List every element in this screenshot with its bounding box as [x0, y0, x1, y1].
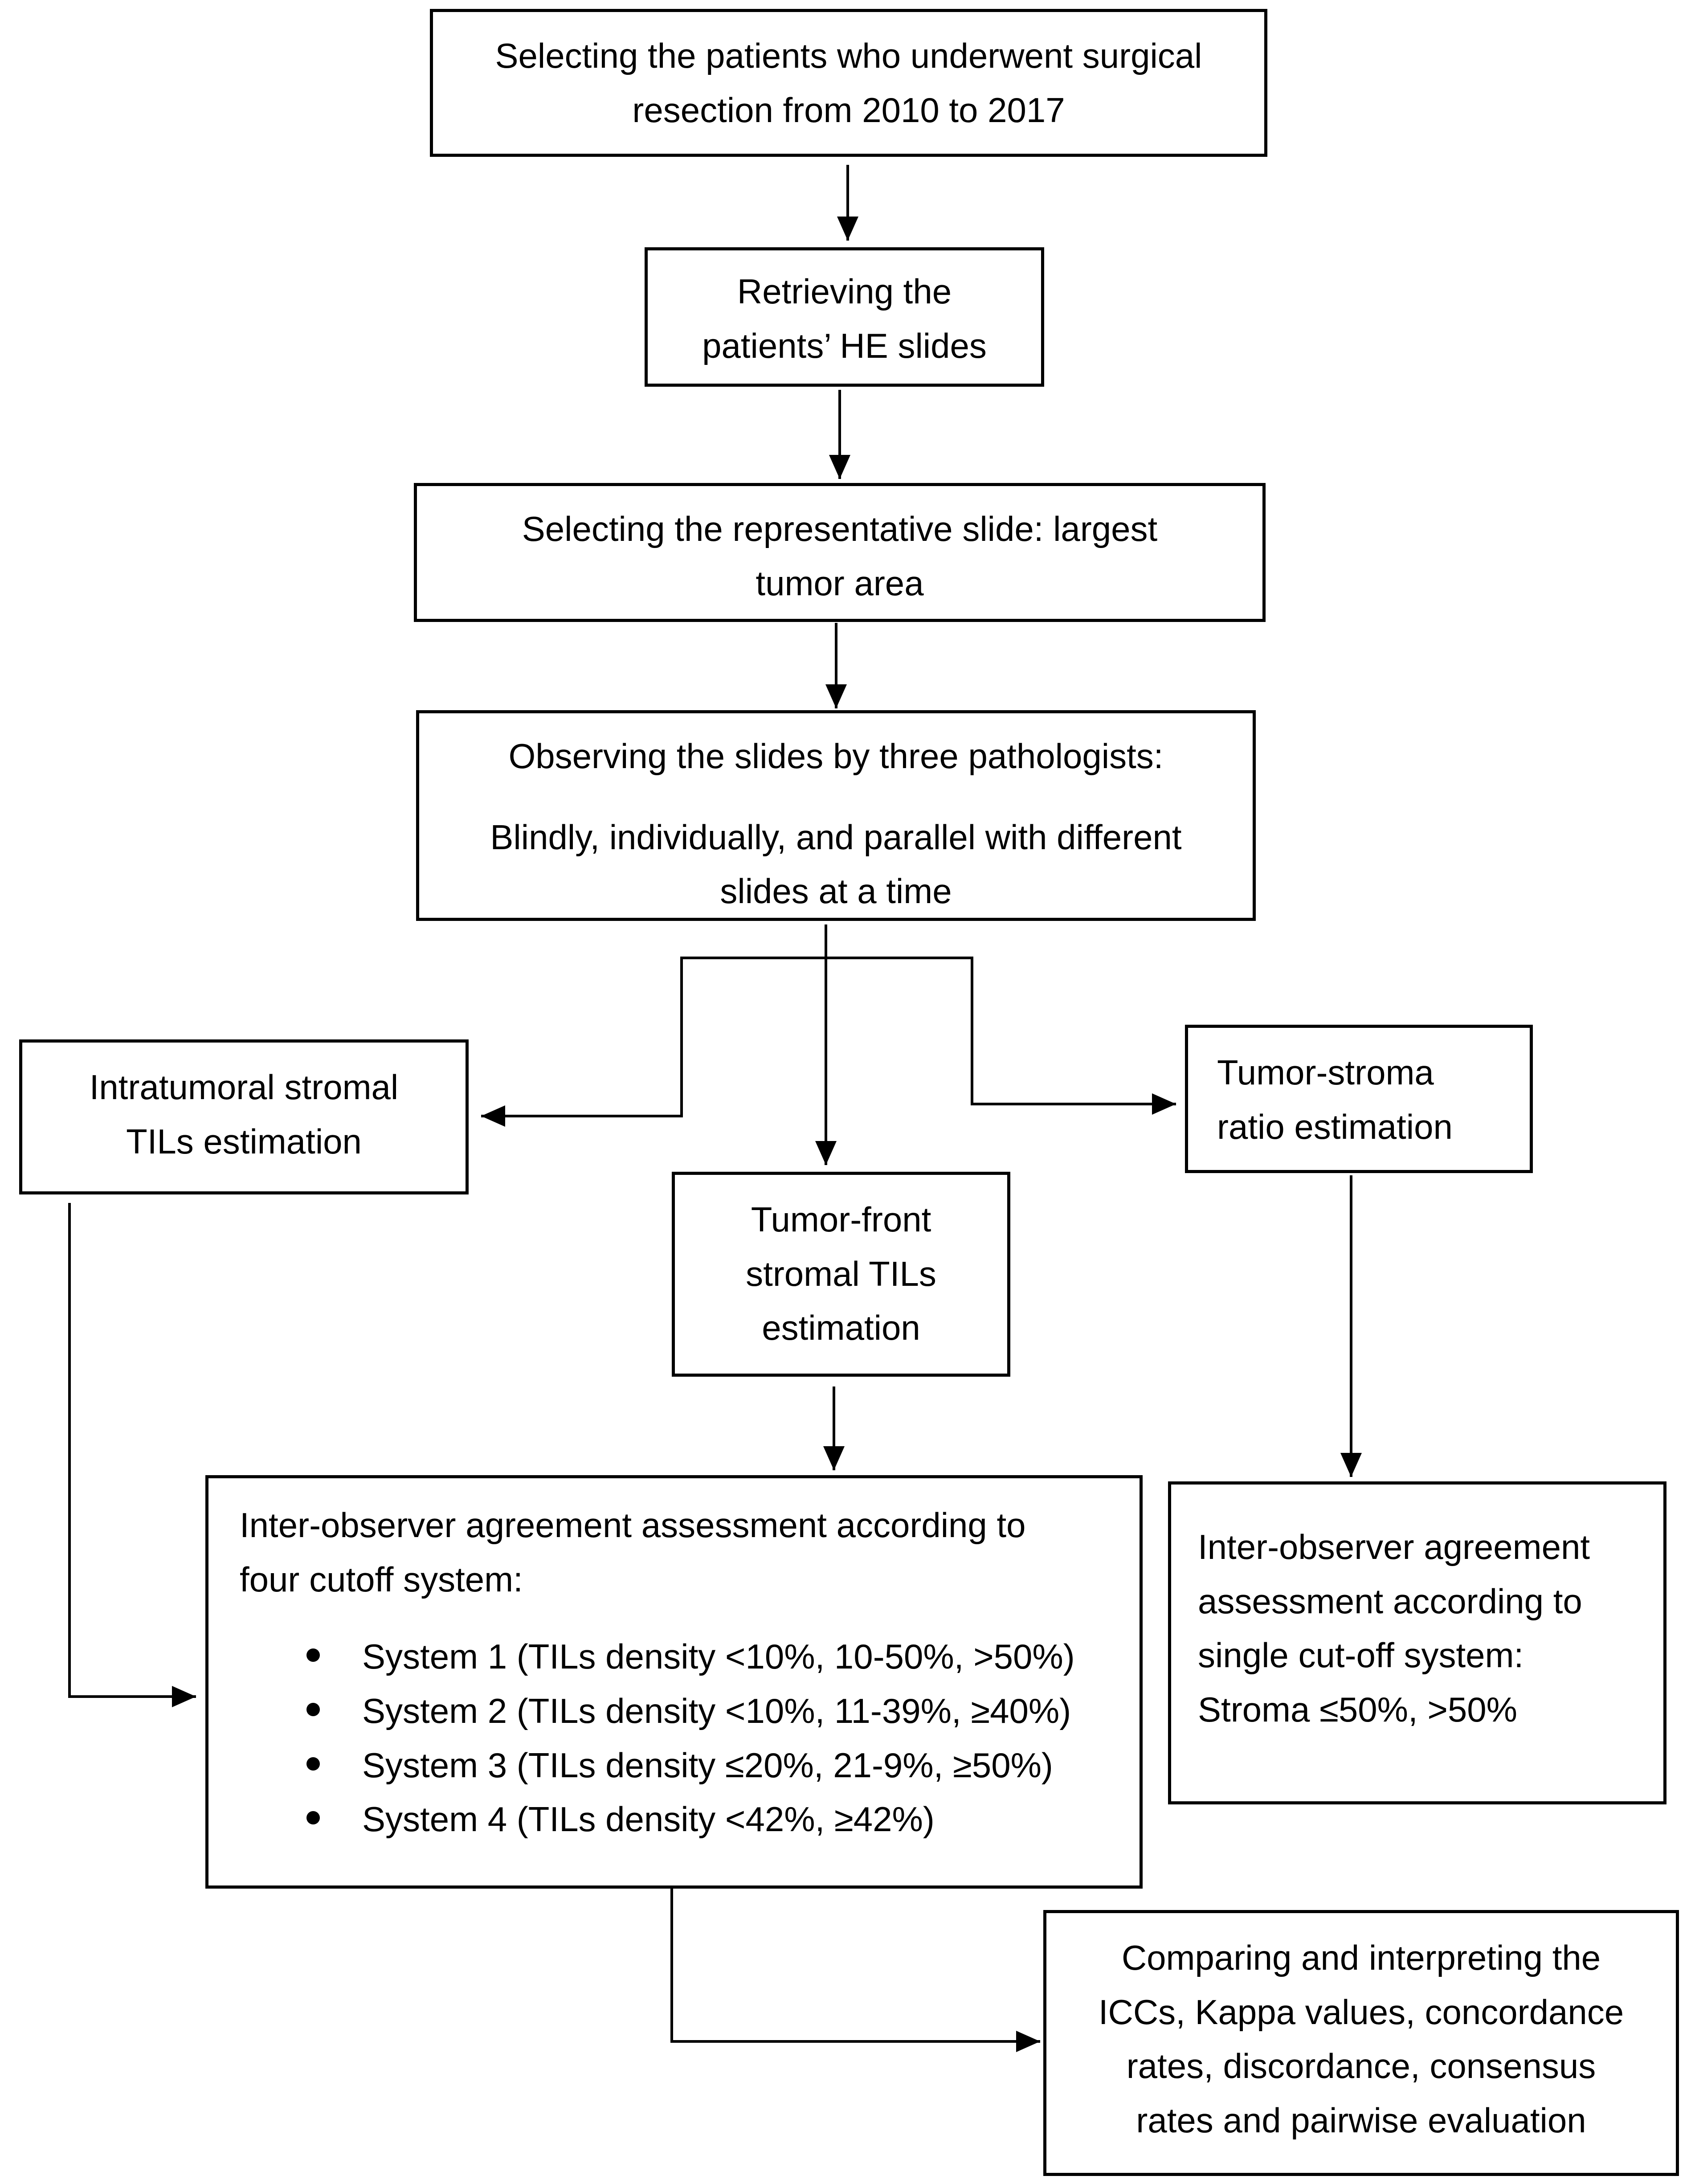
tumor-stroma-line-1: Tumor-stroma — [1217, 1053, 1434, 1092]
agreement-single-line-3: single cut-off system: — [1198, 1636, 1524, 1675]
cutoff-systems-list: System 1 (TILs density <10%, 10-50%, >50… — [208, 1630, 1140, 1847]
retrieve-slides-line-2: patients’ HE slides — [702, 326, 987, 365]
agreement-single-box: Inter-observer agreement assessment acco… — [1168, 1481, 1666, 1804]
retrieve-slides-line-1: Retrieving the — [737, 272, 952, 311]
agreement-single-line-4: Stroma ≤50%, >50% — [1198, 1690, 1518, 1730]
observing-line-1: Blindly, individually, and parallel with… — [490, 817, 1182, 857]
select-patients-line-1: Selecting the patients who underwent sur… — [495, 36, 1202, 75]
system-3-item: System 3 (TILs density ≤20%, 21-9%, ≥50%… — [208, 1738, 1140, 1793]
agreement-single-line-2: assessment according to — [1198, 1581, 1582, 1621]
comparing-line-2: ICCs, Kappa values, concordance — [1098, 1992, 1624, 2032]
tumor-front-line-2: stromal TILs — [746, 1254, 936, 1293]
tumor-front-line-1: Tumor-front — [751, 1200, 931, 1239]
tumor-stroma-line-2: ratio estimation — [1217, 1107, 1453, 1146]
tumor-stroma-box: Tumor-stroma ratio estimation — [1185, 1025, 1533, 1173]
select-patients-box: Selecting the patients who underwent sur… — [430, 9, 1267, 157]
retrieve-slides-box: Retrieving the patients’ HE slides — [645, 247, 1044, 387]
intratumoral-line-2: TILs estimation — [126, 1121, 362, 1161]
tumor-front-line-3: estimation — [762, 1308, 920, 1348]
agreement-four-line-1: Inter-observer agreement assessment acco… — [240, 1505, 1026, 1545]
comparing-box: Comparing and interpreting the ICCs, Kap… — [1043, 1910, 1679, 2176]
agreement-single-line-1: Inter-observer agreement — [1198, 1527, 1590, 1566]
arrow-observing-to-intratumoral — [481, 957, 826, 1127]
intratumoral-line-1: Intratumoral stromal — [89, 1067, 399, 1107]
comparing-line-1: Comparing and interpreting the — [1121, 1938, 1601, 1977]
observing-line-2: slides at a time — [720, 871, 952, 911]
arrow-observing-to-tumor-stroma — [826, 957, 1176, 1115]
arrow-agreement-to-comparing — [670, 1888, 1040, 2052]
agreement-four-box: Inter-observer agreement assessment acco… — [205, 1475, 1143, 1889]
system-1-item: System 1 (TILs density <10%, 10-50%, >50… — [208, 1630, 1140, 1684]
tumor-front-box: Tumor-front stromal TILs estimation — [672, 1172, 1010, 1377]
intratumoral-box: Intratumoral stromal TILs estimation — [19, 1039, 469, 1194]
system-2-item: System 2 (TILs density <10%, 11-39%, ≥40… — [208, 1684, 1140, 1738]
arrow-intratumoral-to-agreement — [68, 1203, 196, 1707]
agreement-four-line-2: four cutoff system: — [240, 1559, 523, 1599]
observing-box: Observing the slides by three pathologis… — [416, 710, 1256, 921]
representative-slide-box: Selecting the representative slide: larg… — [414, 483, 1266, 622]
comparing-line-4: rates and pairwise evaluation — [1136, 2101, 1586, 2140]
system-4-item: System 4 (TILs density <42%, ≥42%) — [208, 1792, 1140, 1847]
representative-slide-line-2: tumor area — [756, 563, 924, 603]
representative-slide-line-1: Selecting the representative slide: larg… — [522, 509, 1158, 548]
comparing-line-3: rates, discordance, consensus — [1126, 2046, 1596, 2086]
select-patients-line-2: resection from 2010 to 2017 — [632, 90, 1065, 130]
observing-heading: Observing the slides by three pathologis… — [508, 736, 1164, 776]
